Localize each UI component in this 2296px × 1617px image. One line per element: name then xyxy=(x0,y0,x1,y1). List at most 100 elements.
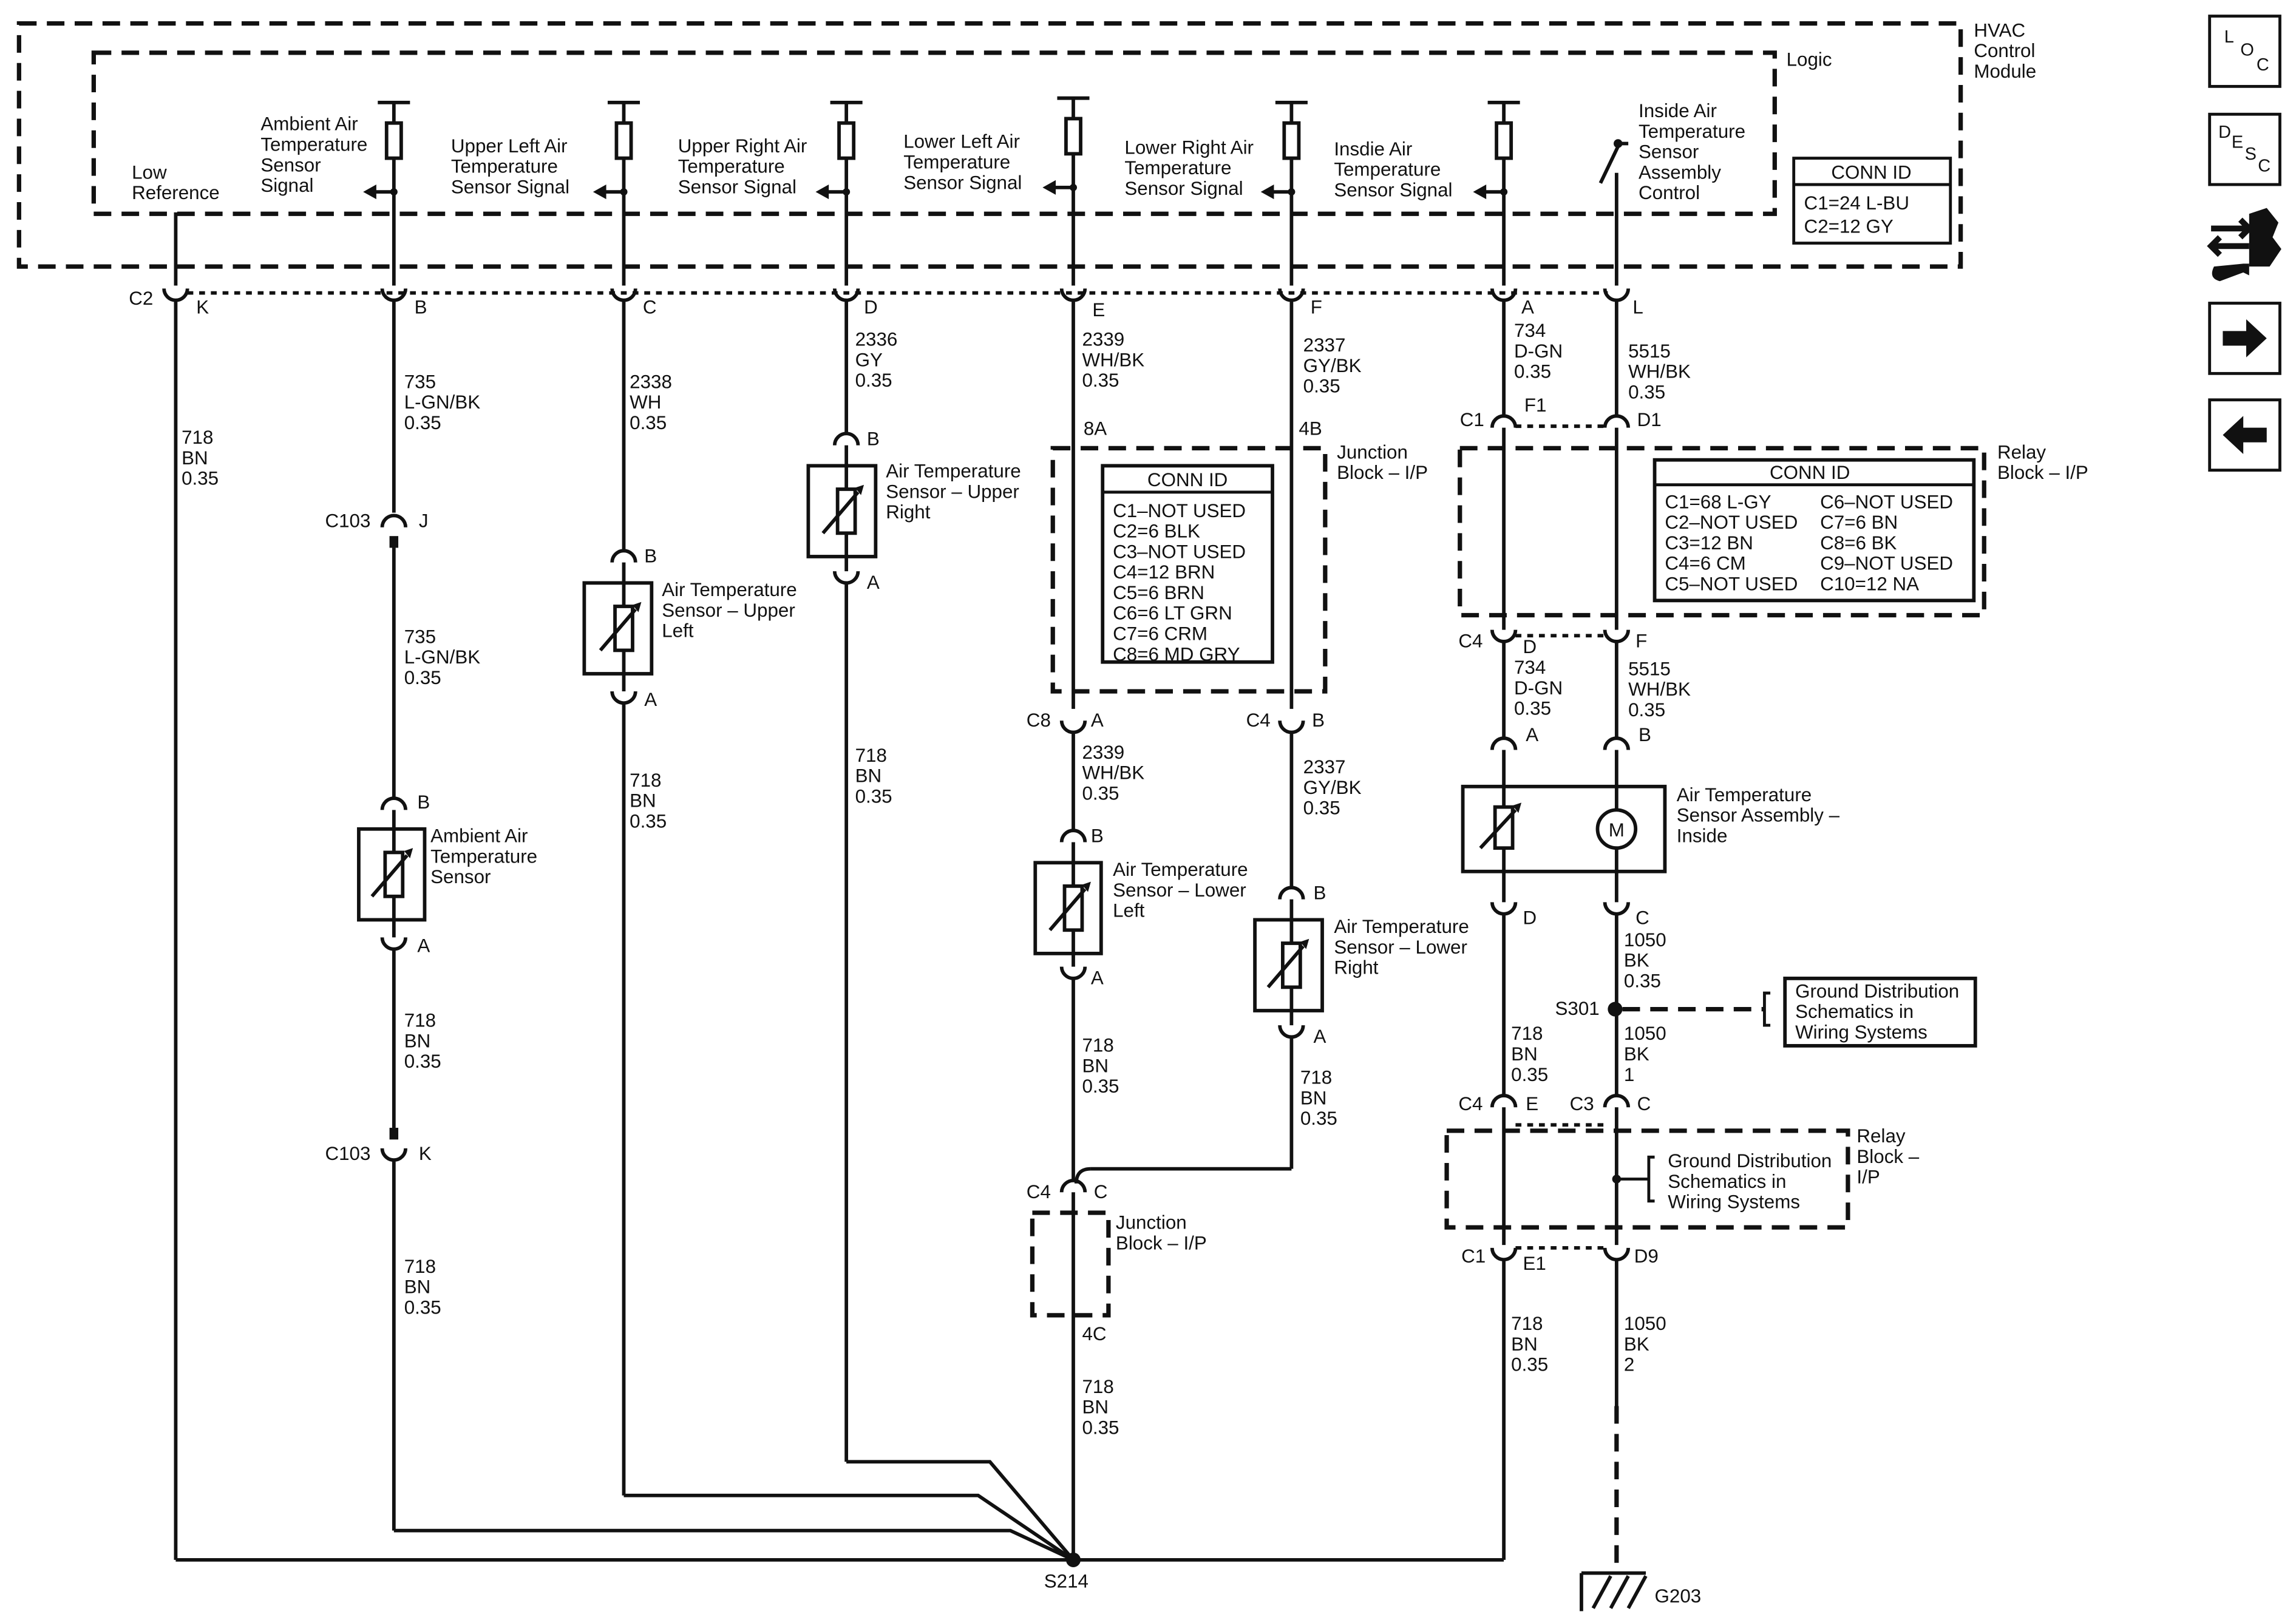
pullup-upper-left xyxy=(593,101,640,286)
signal-inside-control-line-5: Control xyxy=(1639,182,1700,203)
ground-g203-label: G203 xyxy=(1655,1585,1702,1607)
wire-5515-top-line-2: WH/BK xyxy=(1628,361,1691,382)
inside-sensor-label-line-3: Inside xyxy=(1677,825,1728,846)
relay-conn-col2-line-5: C10=12 NA xyxy=(1820,573,1919,594)
wire-2338-line-3: 0.35 xyxy=(630,412,667,433)
ground-g203-symbol xyxy=(1580,1571,1648,1612)
c103-j-name: C103 xyxy=(325,510,370,532)
upper-right-pin-a: A xyxy=(867,572,880,593)
wire-718-upper-right-line-2: BN xyxy=(855,765,882,787)
wire-718-inside-b-line-1: 718 xyxy=(1511,1313,1543,1334)
wire-2337-top-line-1: 2337 xyxy=(1303,334,1346,356)
signal-inside-line-1: Insdie Air xyxy=(1334,138,1412,160)
module-name-line-2: Control xyxy=(1974,40,2035,61)
wire-718-lower-left-line-2: BN xyxy=(1082,1055,1109,1076)
c3-c-name: C3 xyxy=(1570,1093,1594,1114)
wire-734-top-line-1: 734 xyxy=(1514,320,1546,341)
wire-718-ambient-a-line-2: BN xyxy=(404,1030,431,1051)
wire-718-lower-left-line-3: 0.35 xyxy=(1082,1076,1119,1097)
ambient-pin-b: B xyxy=(417,792,430,813)
inside-pin-c: C xyxy=(1635,907,1649,929)
relay-conn-col2-line-3: C8=6 BK xyxy=(1820,532,1897,554)
circuit-lower-right: 2337 GY/BK 0.35 C4 B 2337 GY/BK 0.35 B A… xyxy=(1074,300,1469,1184)
signal-ambient-line-1: Ambient Air xyxy=(260,114,358,135)
wire-718-ambient-b-line-1: 718 xyxy=(404,1256,436,1277)
junction-block-upper: 8A 4B Junction Block – I/P CONN ID C1–NO… xyxy=(1050,418,1428,694)
c4-c-name: C4 xyxy=(1027,1181,1051,1202)
desc-letter-e: E xyxy=(2232,133,2243,152)
desc-letter-s: S xyxy=(2245,144,2257,164)
wire-718-inside-a-line-1: 718 xyxy=(1511,1023,1543,1044)
signal-labels: Low Reference Ambient Air Temperature Se… xyxy=(132,100,1745,203)
wire-734-mid-line-1: 734 xyxy=(1514,657,1546,678)
wire-734-mid-line-2: D-GN xyxy=(1514,677,1563,699)
ambient-sensor-body xyxy=(357,827,427,922)
c8-a-pin: A xyxy=(1091,710,1104,731)
desc-letter-c: C xyxy=(2258,156,2271,175)
next-button[interactable] xyxy=(2208,302,2281,375)
wire-735-mid-line-1: 735 xyxy=(404,626,436,647)
wire-5515-top-line-1: 5515 xyxy=(1628,341,1671,362)
wire-718-inside-a-line-3: 0.35 xyxy=(1511,1064,1548,1085)
upper-right-pin-b: B xyxy=(867,429,880,450)
signal-lower-left-line-3: Sensor Signal xyxy=(903,172,1022,193)
wire-2337-mid-line-2: GY/BK xyxy=(1303,777,1362,798)
lower-right-sensor-label-line-3: Right xyxy=(1334,957,1378,978)
c2-pin-l: L xyxy=(1632,296,1643,317)
jb-pin-4b: 4B xyxy=(1299,418,1322,439)
circuit-low-reference: 718 BN 0.35 xyxy=(174,300,219,1560)
c1-e1-pin: E1 xyxy=(1523,1253,1546,1274)
wire-2337-top-line-3: 0.35 xyxy=(1303,376,1340,397)
c1-e1-name: C1 xyxy=(1461,1246,1486,1267)
signal-upper-left-line-1: Upper Left Air xyxy=(451,135,568,157)
module-conn-id-line-2: C2=12 GY xyxy=(1804,216,1894,237)
wire-1050-b-line-2: BK xyxy=(1624,1043,1649,1065)
jb-conn-id-line-8: C8=6 MD GRY xyxy=(1113,643,1240,665)
ground-bus-s214: S214 xyxy=(175,1460,1504,1592)
c2-pin-e: E xyxy=(1092,299,1105,320)
hvac-control-module: HVAC Control Module Logic CONN ID C1=24 … xyxy=(16,19,2036,269)
lower-left-pin-a: A xyxy=(1091,968,1104,989)
wire-1050-c-line-3: 2 xyxy=(1624,1354,1634,1375)
location-button[interactable]: L O C xyxy=(2208,15,2281,88)
lower-left-sensor-label-line-1: Air Temperature xyxy=(1113,859,1248,880)
c4-e-name: C4 xyxy=(1458,1093,1483,1114)
lower-right-pin-a: A xyxy=(1314,1026,1326,1047)
wire-2339-mid-line-1: 2339 xyxy=(1082,742,1124,763)
wire-2339-top-line-2: WH/BK xyxy=(1082,349,1144,370)
ground-ref-upper-line-1: Ground Distribution xyxy=(1795,980,1959,1002)
jb-name-line-1: Junction xyxy=(1337,441,1408,463)
wire-2336-line-1: 2336 xyxy=(855,328,898,350)
signal-inside-control-line-4: Assembly xyxy=(1639,161,1721,183)
circuit-inside-air: 734 D-GN 0.35 5515 WH/BK 0.35 C1 F1 D1 R… xyxy=(1444,300,2088,1612)
wire-734-top-line-2: D-GN xyxy=(1514,341,1563,362)
circuit-upper-left: 2338 WH 0.35 B A Air Temperature Sensor … xyxy=(582,300,797,1496)
lower-right-sensor-label-line-1: Air Temperature xyxy=(1334,916,1469,937)
wire-2337-top-line-2: GY/BK xyxy=(1303,355,1362,376)
c3-c-pin: C xyxy=(1637,1093,1651,1114)
wire-734-mid-line-3: 0.35 xyxy=(1514,698,1551,719)
wire-1050-b-line-1: 1050 xyxy=(1624,1023,1666,1044)
c103-k-pin: K xyxy=(419,1143,432,1164)
wire-2336-line-3: 0.35 xyxy=(855,370,892,391)
jb-conn-id-line-2: C2=6 BLK xyxy=(1113,521,1200,542)
wire-2336-line-2: GY xyxy=(855,349,883,370)
ground-ref-upper-box[interactable] xyxy=(1783,977,1977,1048)
signal-lower-left-line-1: Lower Left Air xyxy=(903,131,1020,152)
c2-pin-k: K xyxy=(196,296,209,317)
relay-conn-col1-line-5: C5–NOT USED xyxy=(1665,573,1798,594)
relay-conn-col2-line-2: C7=6 BN xyxy=(1820,512,1898,533)
relay-pin-d1: D1 xyxy=(1637,409,1662,430)
relay-conn-col2-line-1: C6–NOT USED xyxy=(1820,491,1953,512)
wire-2339-top-line-3: 0.35 xyxy=(1082,370,1119,391)
description-button[interactable]: D E S C xyxy=(2208,112,2281,186)
relay-conn-col1-line-3: C3=12 BN xyxy=(1665,532,1753,554)
previous-button[interactable] xyxy=(2208,398,2281,472)
upper-left-sensor-label-line-1: Air Temperature xyxy=(662,579,796,600)
wire-718-ambient-a-line-1: 718 xyxy=(404,1010,436,1031)
jb-conn-id-box xyxy=(1101,464,1274,664)
lower-left-sensor-label-line-2: Sensor – Lower xyxy=(1113,880,1246,901)
upper-left-pin-a: A xyxy=(644,689,657,710)
connector-repair-button[interactable] xyxy=(2205,202,2284,287)
